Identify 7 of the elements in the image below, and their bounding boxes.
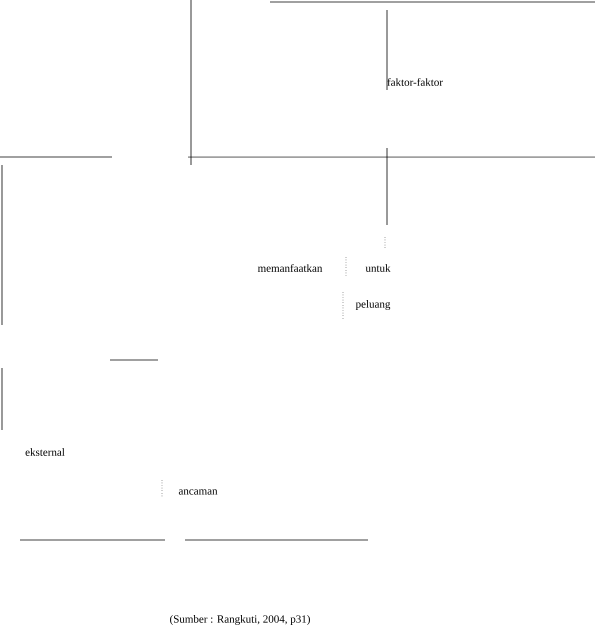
label: eksternal [26,448,65,456]
caption: (Sumber : Rangkuti, 2004, p31) [170,615,310,625]
label: ancaman [178,489,218,495]
label: memanfaatkan [258,264,322,272]
label: peluang [356,300,390,310]
label: faktor-faktor [387,78,443,86]
label: untuk [366,264,391,272]
